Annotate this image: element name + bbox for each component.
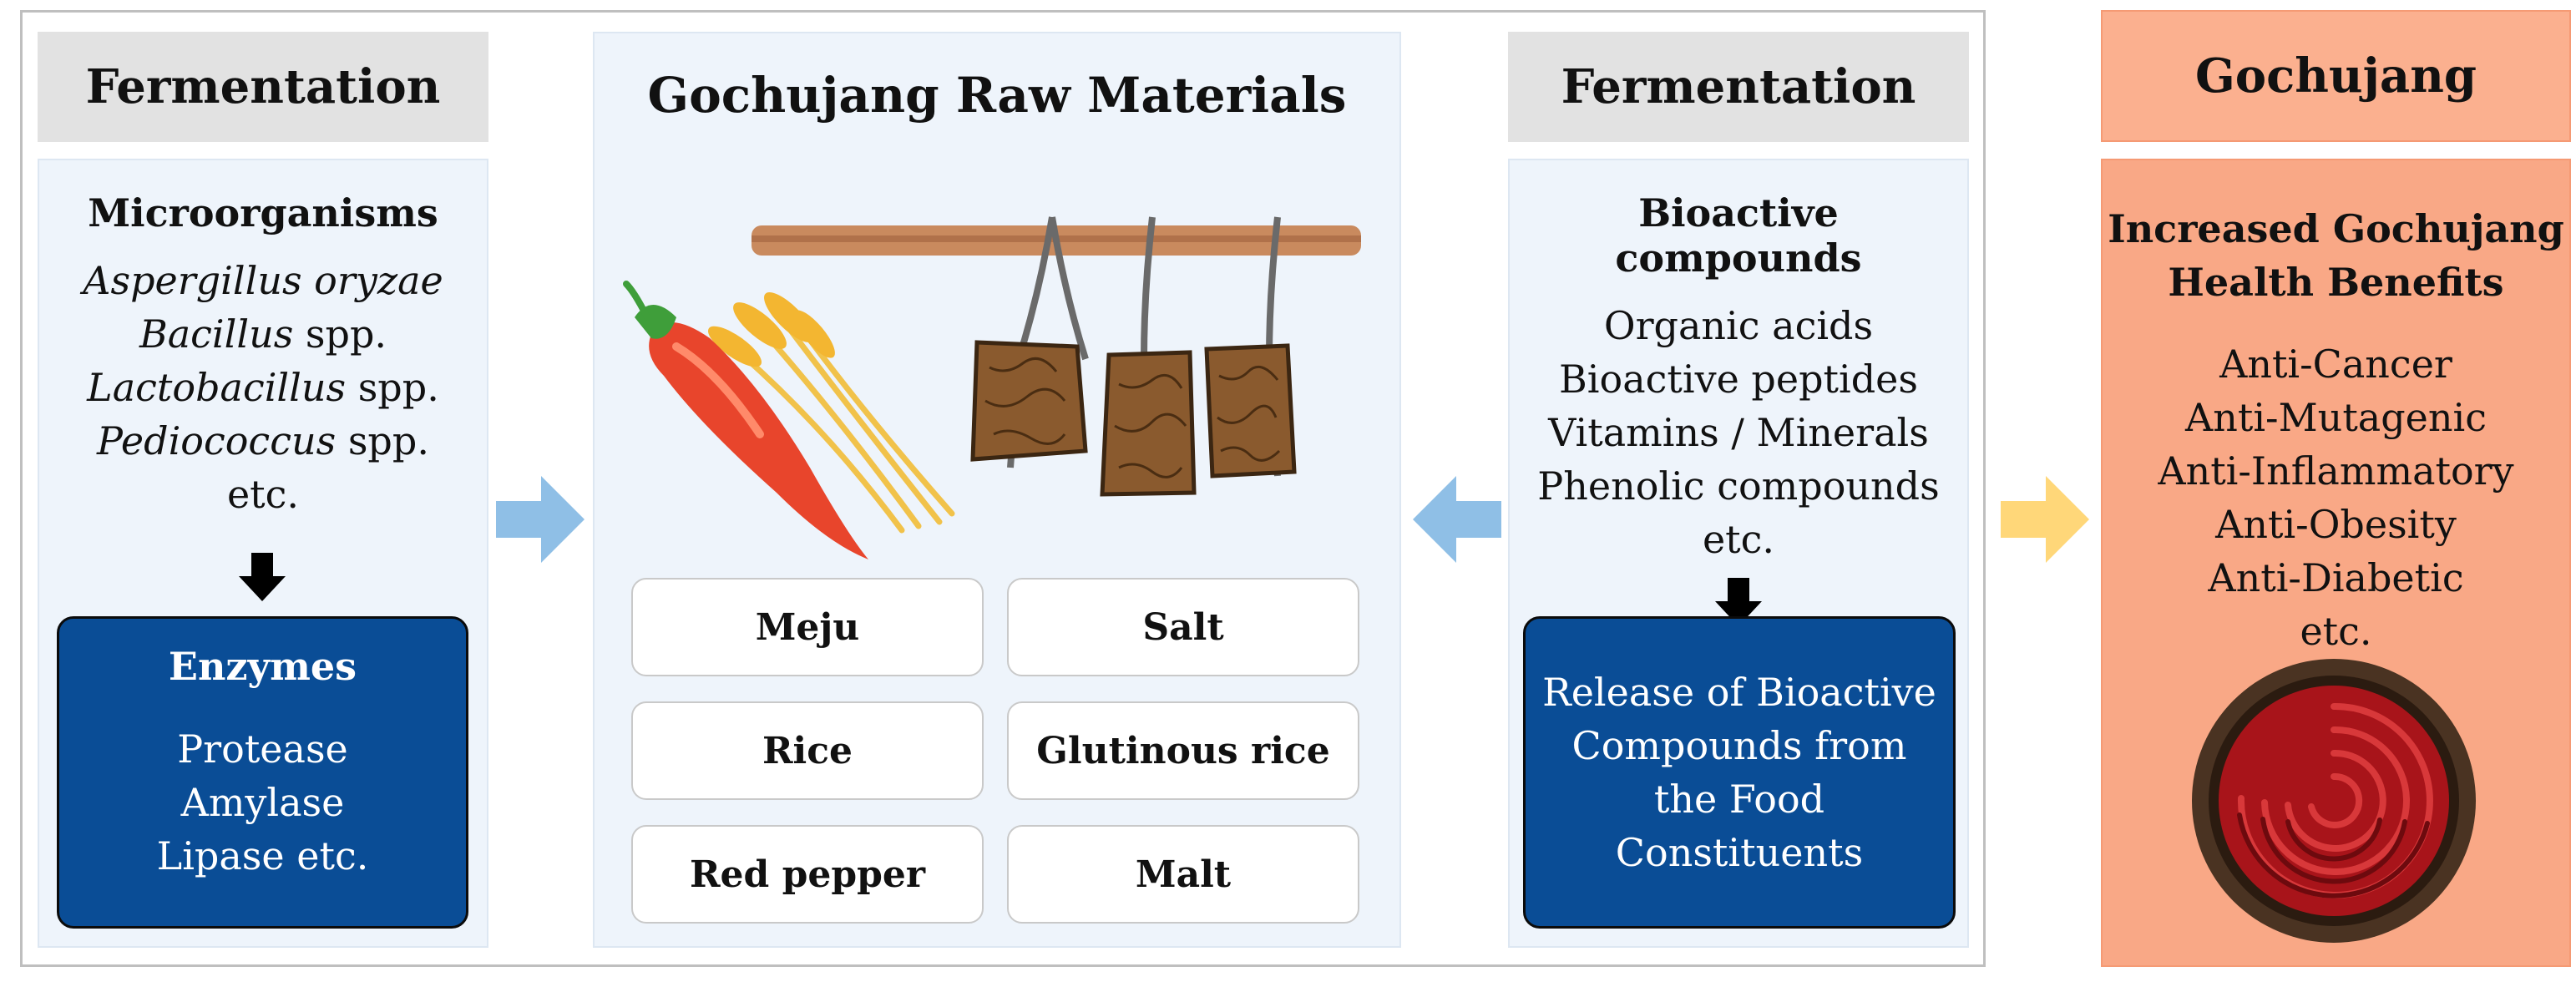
left-arrow-icon xyxy=(1413,476,1501,563)
organism-item: Pediococcus spp. xyxy=(97,418,429,463)
enzymes-title: Enzymes xyxy=(168,644,357,689)
enzyme-item: Amylase xyxy=(180,780,345,825)
right-fermentation-header: Fermentation xyxy=(1508,32,1969,142)
bioactive-item: Vitamins / Minerals xyxy=(1548,410,1929,455)
benefit-item: Anti-Inflammatory xyxy=(2158,448,2514,494)
enzymes-box: Enzymes Protease Amylase Lipase etc. xyxy=(57,616,468,929)
release-text: Release of Bioactive Compounds from the … xyxy=(1542,670,1936,875)
health-benefits-title: Increased Gochujang Health Benefits xyxy=(2108,206,2564,305)
ingredient-glutinous-rice: Glutinous rice xyxy=(1007,701,1359,800)
bioactive-item: Phenolic compounds xyxy=(1537,463,1940,509)
benefit-item: Anti-Diabetic xyxy=(2208,555,2464,600)
gochujang-header: Gochujang xyxy=(2101,10,2571,142)
organism-item: Aspergillus oryzae xyxy=(83,258,443,303)
ingredient-red-pepper: Red pepper xyxy=(631,825,984,924)
benefit-item: Anti-Cancer xyxy=(2219,342,2452,387)
bioactive-item: Organic acids xyxy=(1603,303,1874,348)
right-arrow-icon xyxy=(496,476,585,563)
gochujang-bowl-image xyxy=(2192,659,2476,943)
ingredient-rice: Rice xyxy=(631,701,984,800)
ingredient-malt: Malt xyxy=(1007,825,1359,924)
enzyme-item: Lipase etc. xyxy=(156,833,369,878)
ingredients-illustration xyxy=(623,216,1361,559)
benefit-item: Anti-Obesity xyxy=(2215,502,2457,547)
microorganism-list: Aspergillus oryzae Bacillus spp. Lactoba… xyxy=(83,254,443,521)
organism-etc: etc. xyxy=(226,472,300,517)
organism-item: Lactobacillus spp. xyxy=(87,365,439,410)
bioactive-title: Bioactive compounds xyxy=(1615,190,1862,281)
release-box: Release of Bioactive Compounds from the … xyxy=(1523,616,1956,929)
bioactive-etc: etc. xyxy=(1702,517,1775,562)
microorganisms-title: Microorganisms xyxy=(88,190,438,235)
benefit-list: Anti-Cancer Anti-Mutagenic Anti-Inflamma… xyxy=(2158,337,2513,658)
bioactive-item: Bioactive peptides xyxy=(1558,357,1918,402)
ingredient-salt: Salt xyxy=(1007,578,1359,676)
down-arrow-icon xyxy=(239,553,286,601)
bioactive-list: Organic acids Bioactive peptides Vitamin… xyxy=(1537,299,1939,566)
benefit-etc: etc. xyxy=(2300,609,2372,654)
enzyme-list: Protease Amylase Lipase etc. xyxy=(157,722,369,883)
ingredient-meju: Meju xyxy=(631,578,984,676)
left-fermentation-header: Fermentation xyxy=(38,32,488,142)
enzyme-item: Protease xyxy=(177,726,348,772)
right-arrow-yellow-icon xyxy=(2001,476,2089,563)
organism-item: Bacillus spp. xyxy=(139,311,387,357)
raw-materials-title: Gochujang Raw Materials xyxy=(647,67,1347,124)
benefit-item: Anti-Mutagenic xyxy=(2185,395,2487,440)
